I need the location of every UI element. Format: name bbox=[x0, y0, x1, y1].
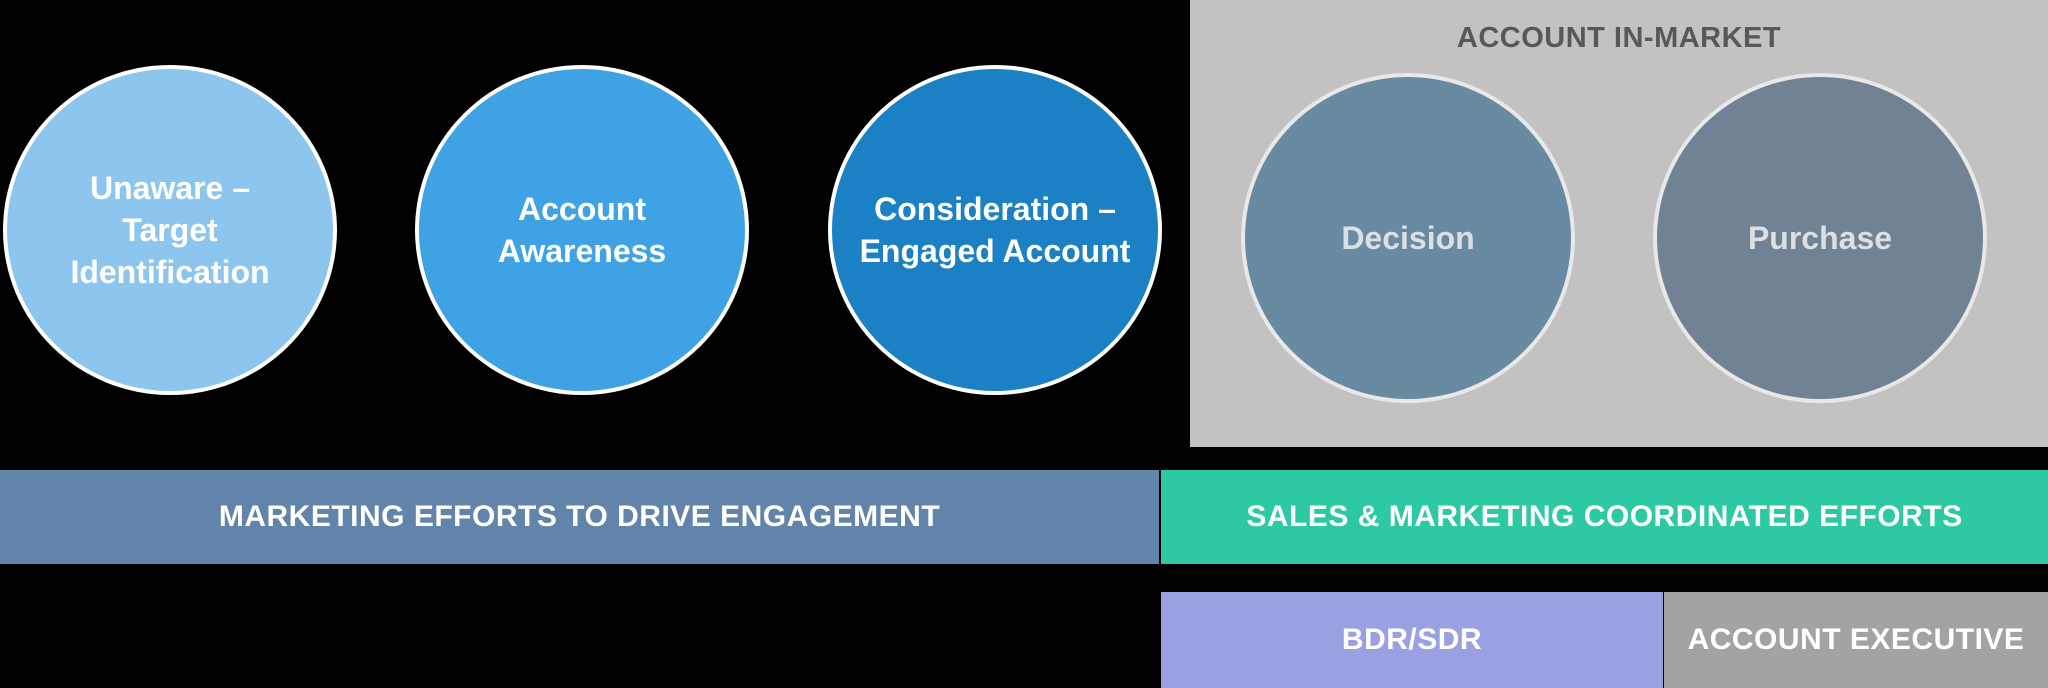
stage-circle-unaware-target-identification: Unaware – Target Identification bbox=[3, 65, 337, 395]
stage-circle-account-awareness: Account Awareness bbox=[415, 65, 749, 395]
band-label: SALES & MARKETING COORDINATED EFFORTS bbox=[1246, 500, 1963, 533]
stage-circle-consideration-engaged-account: Consideration – Engaged Account bbox=[828, 65, 1162, 395]
stage-label: Account Awareness bbox=[497, 190, 667, 269]
band-bdr-sdr: BDR/SDR bbox=[1161, 592, 1663, 688]
band-label: BDR/SDR bbox=[1341, 623, 1483, 656]
band-label: MARKETING EFFORTS TO DRIVE ENGAGEMENT bbox=[218, 500, 941, 533]
stage-circle-purchase: Purchase bbox=[1653, 73, 1987, 403]
band-account-executive: ACCOUNT EXECUTIVE bbox=[1664, 592, 2048, 688]
band-marketing-efforts: MARKETING EFFORTS TO DRIVE ENGAGEMENT bbox=[0, 470, 1159, 564]
account-in-market-title: ACCOUNT IN-MARKET bbox=[1456, 22, 1782, 54]
stage-circle-decision: Decision bbox=[1241, 73, 1575, 403]
stage-label: Purchase bbox=[1747, 219, 1893, 256]
stage-label: Unaware – Target Identification bbox=[70, 169, 270, 291]
band-sales-marketing-coordinated: SALES & MARKETING COORDINATED EFFORTS bbox=[1161, 470, 2048, 564]
band-label: ACCOUNT EXECUTIVE bbox=[1687, 623, 2025, 656]
stage-label: Decision bbox=[1341, 219, 1475, 256]
stage-label: Consideration – Engaged Account bbox=[859, 190, 1131, 269]
